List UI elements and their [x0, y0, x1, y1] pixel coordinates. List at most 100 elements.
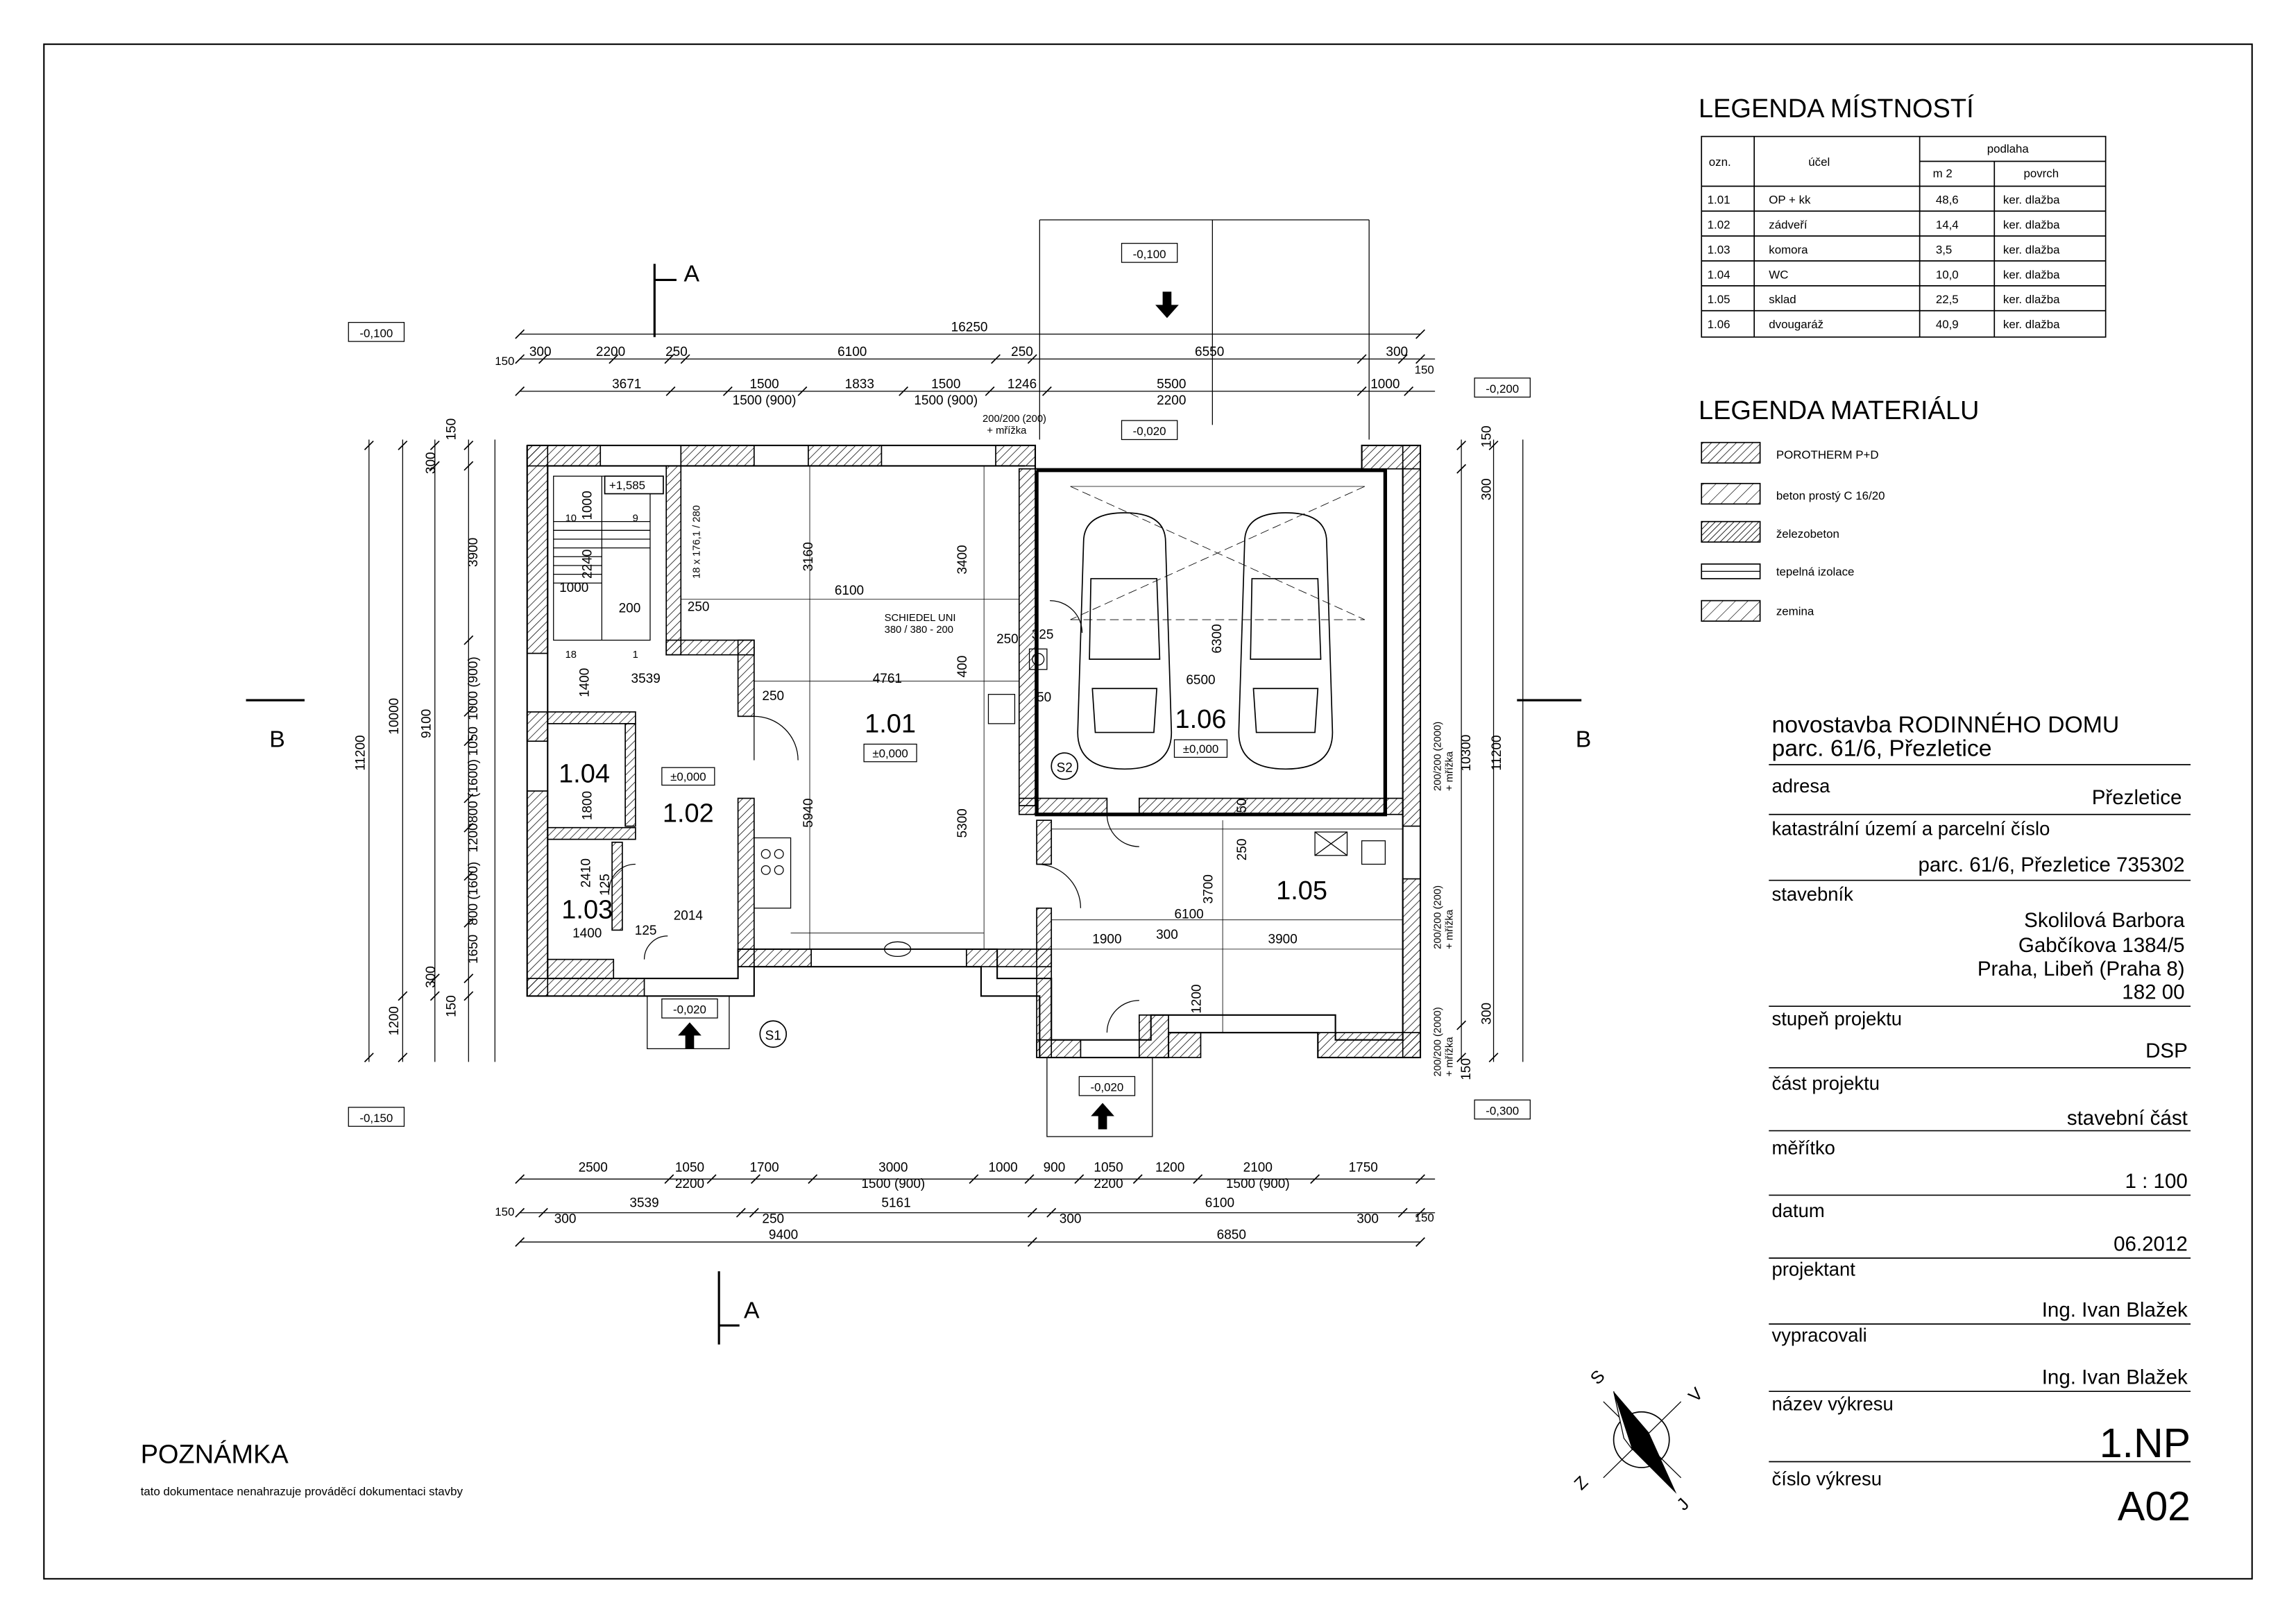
stavebnik-line-1: Gabčíkova 1384/5	[2018, 934, 2185, 957]
dim-inner-15: 50	[1037, 690, 1051, 705]
dimension-tick	[991, 354, 1001, 364]
dim-bot2-2: 250	[762, 1212, 784, 1227]
dimension-tick	[1456, 1020, 1467, 1030]
legend-cell: WC	[1769, 268, 1788, 281]
dim-right1-2: 10300	[1459, 735, 1474, 772]
dimension-tick	[808, 1174, 818, 1184]
dim-inner-28: 250	[1235, 839, 1250, 861]
legend-cell: 1.03	[1708, 243, 1730, 256]
dim-inner-29: 6100	[1174, 908, 1203, 922]
dim-bot1-2: 1700	[749, 1161, 779, 1175]
dim-inner-3: 200	[619, 601, 641, 615]
dim-right1-1: 300	[1479, 478, 1494, 500]
legend-header-m2: m 2	[1933, 167, 1953, 180]
dim-top-150r: 150	[1415, 364, 1434, 377]
material-label-0: POROTHERM P+D	[1776, 448, 1879, 461]
dimension-tick	[430, 440, 440, 450]
dimension-tick	[1357, 386, 1367, 396]
room-101-number: 1.01	[865, 710, 916, 739]
dimension-tick	[735, 1207, 746, 1218]
dimension-tick	[464, 822, 474, 833]
dimension-tick	[464, 793, 474, 804]
dimension-tick	[1310, 1174, 1320, 1184]
compass-s: S	[1587, 1366, 1609, 1388]
vypracovali-label: vypracovali	[1772, 1324, 1867, 1345]
material-swatch-zelezobeton	[1701, 520, 1761, 543]
dim-bot1b-2: 2200	[1094, 1177, 1123, 1191]
window-right-1: 200/200 (2000)	[1433, 722, 1444, 791]
dim-inner-1: 2240	[581, 550, 595, 579]
dim-top2-6: 1000	[1370, 377, 1400, 392]
dimension-tick	[609, 354, 619, 364]
dim-bot2-1: 3539	[629, 1196, 658, 1210]
stair-level: +1,585	[609, 479, 645, 492]
dim-right1-3: 300	[1479, 1003, 1494, 1025]
dim-inner-7: 3160	[801, 542, 816, 571]
dim-top2-1: 1500	[749, 377, 779, 392]
dim-inner-14: 325	[1032, 627, 1054, 642]
legend-cell: komora	[1769, 243, 1808, 256]
dim-inner-30: 1900	[1092, 932, 1121, 946]
legend-cell: ker. dlažba	[2003, 194, 2060, 207]
dim-inner-27: 3700	[1201, 874, 1216, 903]
chimney-label-1: SCHIEDEL UNI	[885, 613, 956, 624]
dim-top2b-0: 1500 (900)	[733, 393, 797, 408]
dim-inner-5: 1400	[577, 668, 592, 697]
room-106-number: 1.06	[1175, 705, 1227, 734]
dim-inner-11: 250	[762, 689, 784, 704]
legend-cell: 14,4	[1936, 219, 1959, 232]
dimension-tick	[464, 440, 474, 450]
dim-top1-4: 250	[1011, 345, 1033, 359]
dimension-tick	[985, 386, 995, 396]
level-entry-2: -0,020	[1090, 1081, 1123, 1094]
dim-inner-2: 1000	[559, 581, 588, 595]
stupen-label: stupeň projektu	[1772, 1008, 1903, 1030]
dim-top2-0: 3671	[612, 377, 641, 392]
dim-left1-5: 800 (1600)	[466, 759, 481, 823]
dim-inner-36: 18	[566, 649, 577, 661]
material-label-3: tepelná izolace	[1776, 566, 1855, 579]
dim-inner-17: 6300	[1210, 624, 1225, 653]
dimension-tick	[515, 1174, 525, 1184]
dim-top-150l: 150	[495, 355, 514, 368]
legend-cell: 40,9	[1936, 318, 1959, 331]
dim-inner-6: 3539	[631, 672, 661, 686]
dimension-tick	[1074, 1174, 1085, 1184]
stupen-value: DSP	[2145, 1039, 2188, 1062]
dimension-tick	[464, 707, 474, 717]
room-101-level: ±0,000	[872, 747, 908, 760]
level-ext-tr: -0,200	[1486, 382, 1519, 396]
cislo-value: A02	[2118, 1484, 2191, 1529]
dimension-tick	[1456, 440, 1467, 450]
window-top-label-2: + mřížka	[987, 425, 1027, 436]
room-legend: LEGENDA MÍSTNOSTÍ ozn. účel podlaha m 2 …	[1699, 94, 2107, 338]
dim-bot2-3: 5161	[881, 1196, 910, 1210]
dimension-tick	[538, 1207, 548, 1218]
dimension-tick	[1415, 354, 1425, 364]
stavebnik-label: stavebník	[1772, 883, 1854, 905]
dim-left1-7: 800 (1600)	[466, 862, 481, 926]
dim-left1-0: 150	[444, 418, 459, 441]
dimension-tick	[1488, 440, 1499, 450]
material-legend: LEGENDA MATERIÁLU POROTHERM P+D beton pr…	[1699, 396, 1979, 622]
dim-inner-35: 9	[633, 513, 638, 525]
dimension-tick	[364, 1053, 374, 1062]
dim-top1-5: 6550	[1195, 345, 1224, 359]
title-block: novostavba RODINNÉHO DOMU parc. 61/6, Př…	[1769, 712, 2191, 1529]
legend-header-ucel: účel	[1808, 155, 1830, 169]
legend-cell: 48,6	[1936, 194, 1959, 207]
dim-bot2-0: 300	[554, 1212, 577, 1227]
legend-header-povrch: povrch	[2023, 167, 2059, 180]
dimension-tick	[515, 1237, 525, 1247]
compass-v: V	[1685, 1384, 1707, 1406]
nazev-label: název výkresu	[1772, 1393, 1894, 1415]
cast-label: část projektu	[1772, 1072, 1880, 1094]
dim-top-total: 16250	[951, 320, 988, 334]
north-arrow: S V J Z	[1571, 1366, 1707, 1514]
dim-inner-37: 1	[633, 649, 638, 661]
dimension-tick	[464, 736, 474, 747]
dimension-tick	[1415, 329, 1425, 339]
dim-bot1-9: 1750	[1349, 1161, 1378, 1175]
dim-left1-8: 1650	[466, 935, 481, 964]
